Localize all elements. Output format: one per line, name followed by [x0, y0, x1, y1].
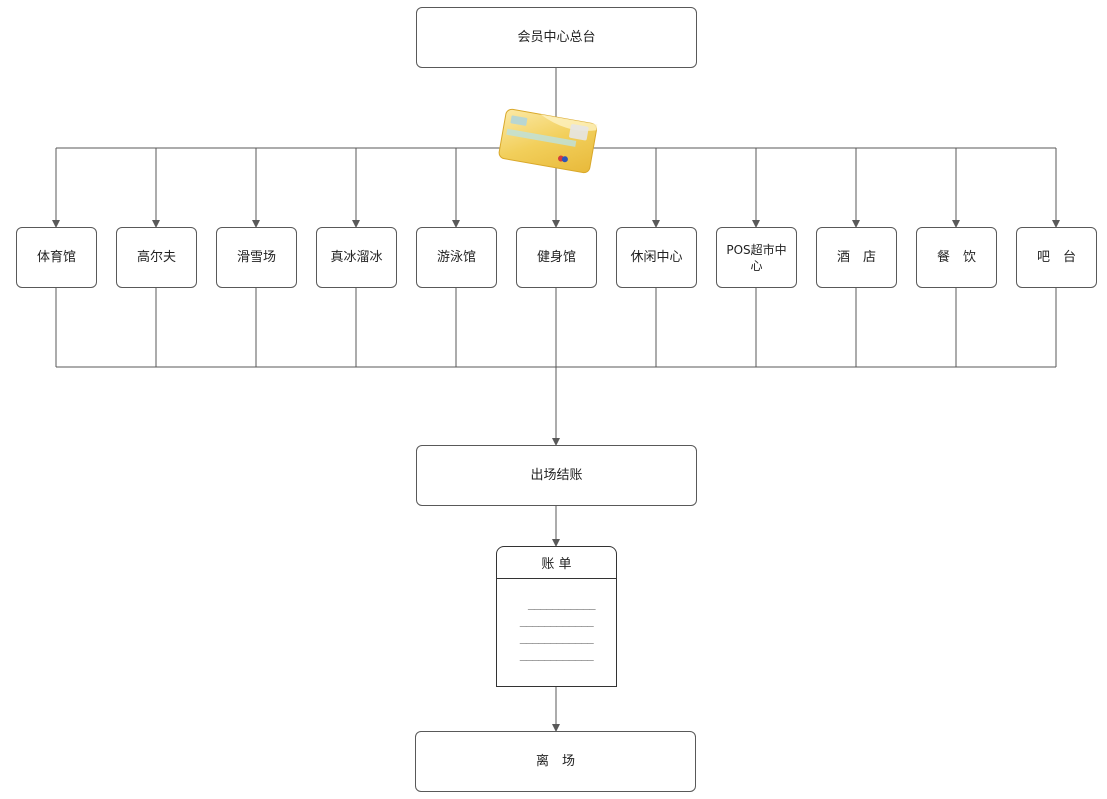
- venue-box-ice-rink[interactable]: 真冰溜冰: [316, 227, 397, 288]
- venue-box-fitness[interactable]: 健身馆: [516, 227, 597, 288]
- venue-box-bar[interactable]: 吧 台: [1016, 227, 1097, 288]
- membership-card-icon: [498, 108, 598, 174]
- venue-label: 健身馆: [536, 249, 576, 265]
- bill-document: 账 单 ___________ ____________ ___________…: [496, 546, 617, 687]
- bill-lines: ___________ ____________ ____________ __…: [497, 579, 616, 663]
- checkout-box[interactable]: 出场结账: [416, 445, 697, 506]
- venue-label: POS超市中心: [726, 242, 787, 273]
- venue-label: 滑雪场: [236, 249, 276, 265]
- venue-box-swimming[interactable]: 游泳馆: [416, 227, 497, 288]
- venue-label: 餐 饮: [936, 249, 976, 265]
- venue-box-hotel[interactable]: 酒 店: [816, 227, 897, 288]
- exit-label: 离 场: [535, 753, 575, 769]
- bill-title: 账 单: [497, 547, 616, 579]
- venue-box-leisure[interactable]: 休闲中心: [616, 227, 697, 288]
- venue-box-ski[interactable]: 滑雪场: [216, 227, 297, 288]
- bill-line: ____________: [519, 648, 594, 661]
- venue-label: 高尔夫: [136, 249, 176, 265]
- member-center-desk-box[interactable]: 会员中心总台: [416, 7, 697, 68]
- venue-label: 吧 台: [1036, 249, 1076, 265]
- venue-box-pos-market[interactable]: POS超市中心: [716, 227, 797, 288]
- venue-label: 体育馆: [36, 249, 76, 265]
- venue-label: 休闲中心: [630, 249, 683, 265]
- member-center-desk-label: 会员中心总台: [517, 29, 596, 45]
- checkout-label: 出场结账: [530, 467, 583, 483]
- bill-line: ____________: [519, 631, 594, 644]
- venue-label: 游泳馆: [436, 249, 476, 265]
- bill-line: ____________: [519, 614, 594, 627]
- venue-label: 真冰溜冰: [330, 249, 383, 265]
- venue-box-gym[interactable]: 体育馆: [16, 227, 97, 288]
- venue-box-golf[interactable]: 高尔夫: [116, 227, 197, 288]
- venue-box-dining[interactable]: 餐 饮: [916, 227, 997, 288]
- venue-label: 酒 店: [836, 249, 876, 265]
- bill-line: ___________: [527, 597, 596, 610]
- exit-box[interactable]: 离 场: [415, 731, 696, 792]
